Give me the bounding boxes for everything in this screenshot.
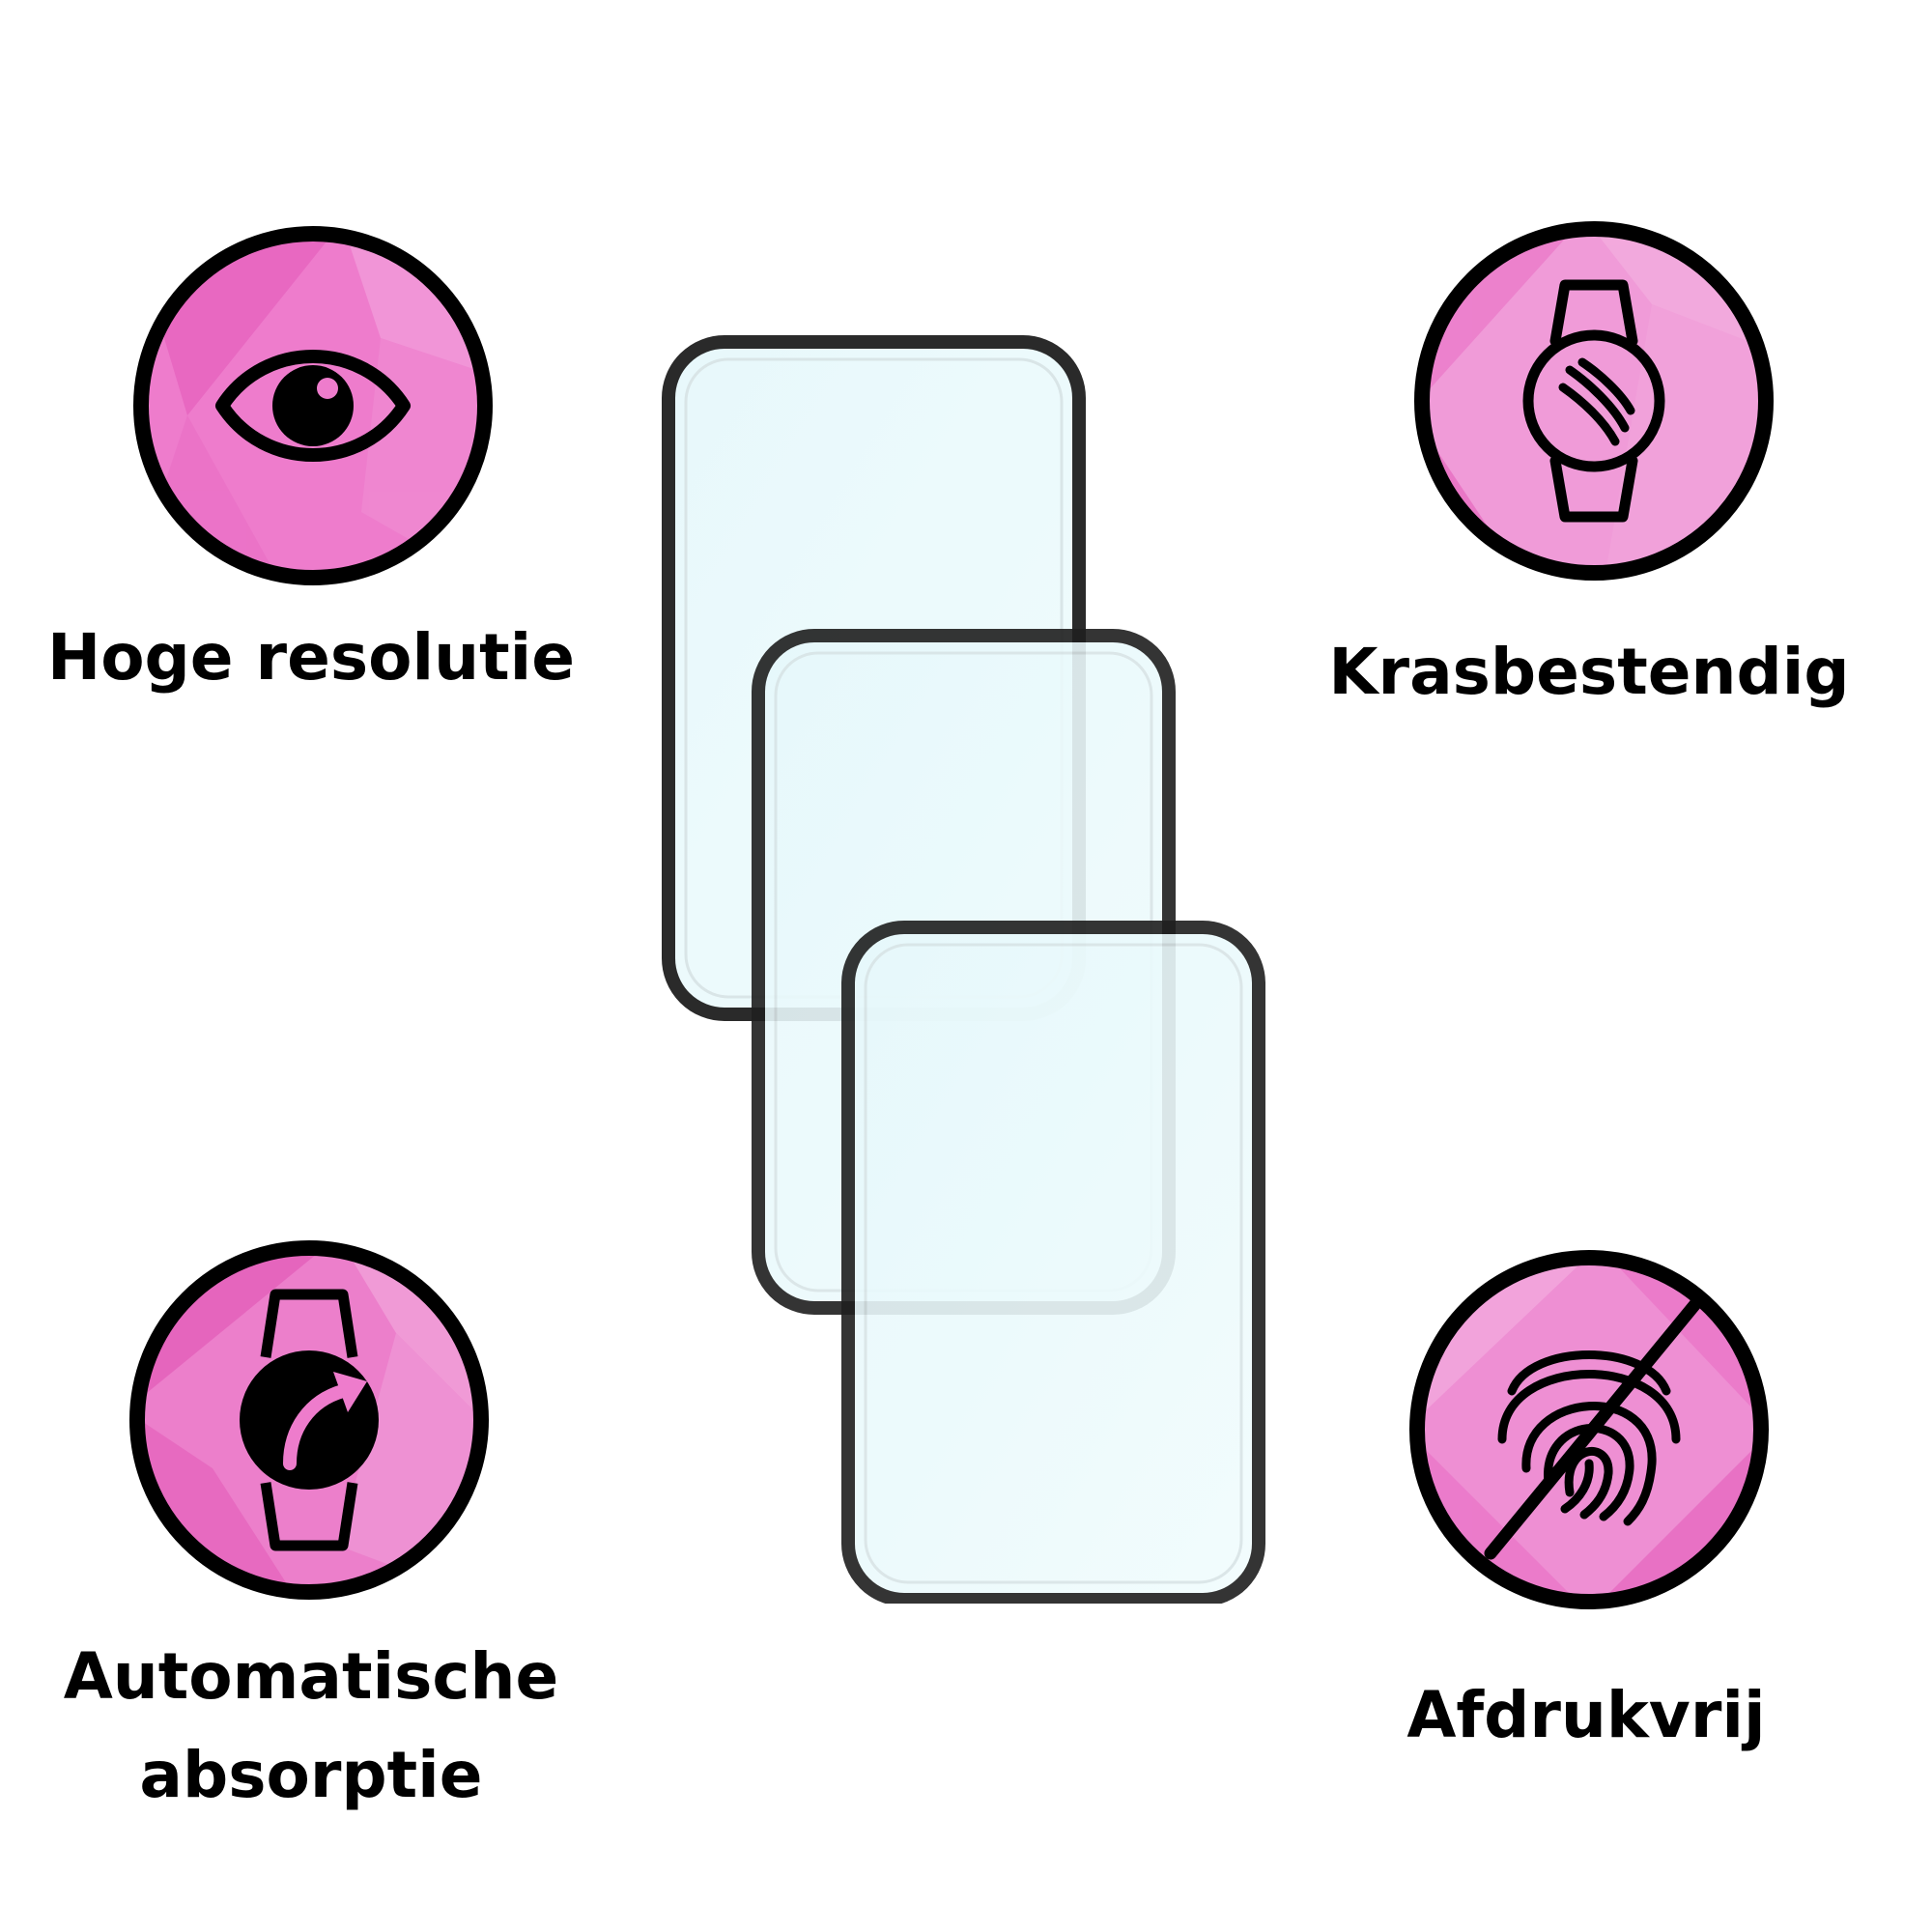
feature-label-high-resolution: Hoge resolutie [0,609,630,707]
scratched-watch-icon [1522,279,1665,523]
feature-badge-fingerprint-free [1406,1246,1773,1613]
feature-label-line: Krasbestendig [1328,635,1850,709]
eye-icon [215,350,411,462]
screen-protector-front [841,921,1265,1604]
feature-badge-high-resolution [129,222,497,589]
feature-label-line: Hoge resolutie [46,620,576,695]
watch-refresh-icon [240,1289,379,1551]
feature-label-scratch-resistant: Krasbestendig [1270,623,1908,722]
screen-protector-illustration [662,335,1265,1604]
feature-label-line: Automatische [63,1639,559,1714]
feature-label-fingerprint-free: Afdrukvrij [1267,1666,1905,1765]
feature-label-line: absorptie [139,1738,483,1812]
screen-protector-stack [657,328,1275,1604]
feature-badge-scratch-resistant [1410,217,1777,584]
feature-label-line: Afdrukvrij [1406,1678,1766,1752]
feature-badge-auto-absorption [126,1236,493,1604]
fingerprint-crossed-icon [1484,1297,1702,1560]
feature-label-auto-absorption: Automatische absorptie [0,1628,630,1825]
